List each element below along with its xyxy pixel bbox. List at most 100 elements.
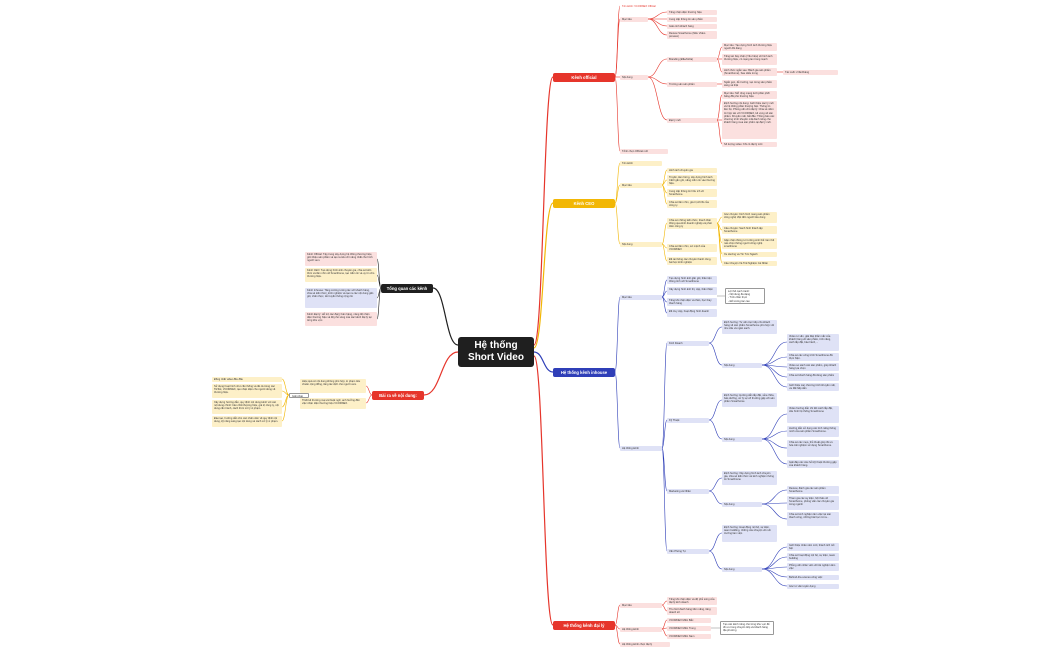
inhouse-tech-item: Video hướng dẫn chi tiết cách lắp đặt, c…: [787, 406, 839, 423]
inhouse-tech-content: Nội dung: [722, 437, 762, 442]
official-goal-item: Tăng nhận diện thương hiệu: [667, 10, 717, 15]
connector: [281, 378, 290, 396]
official-frequency: Tác cuối: 2 lần/tháng: [783, 70, 838, 75]
ceo-channel-name: Tên kênh: [620, 161, 662, 166]
connector: [761, 364, 788, 388]
connector: [647, 76, 668, 85]
dealer-central: VCORNEX Miền Trung: [667, 626, 711, 631]
inhouse-marketing-item: Chia sẻ kinh nghiệm làm việc tại sản tha…: [787, 512, 839, 526]
dealer-channel-system: Hệ thống kênh: [620, 627, 662, 632]
dealer-select: Hệ thống kênh chọn đại lý: [620, 642, 670, 647]
ceo-goal-item: Cung cấp thông tin hữu ích về Smarthome.: [667, 189, 717, 197]
inhouse-goal: Mục tiêu: [620, 295, 662, 300]
inhouse-office-content: Nội dung: [722, 567, 762, 572]
official-dealer-item: Mục tiêu: Mở rộng mạng lưới phân phối bằ…: [722, 91, 777, 99]
ceo-content-item: Đề tai thông các chuyên thanh công, bài …: [667, 257, 717, 265]
connector: [661, 243, 668, 262]
official-product-showcase: Trường sản sản phẩm: [667, 82, 717, 87]
connector: [708, 399, 723, 421]
connector: [432, 287, 459, 346]
issue-solution-item: Đào tạo, hướng dẫn cho các nhân viên về …: [212, 416, 282, 427]
branch-ceo[interactable]: Kênh CEO: [553, 199, 615, 208]
inhouse-sales-item: Giới thiệu các chương trình khuyến mãi, …: [787, 383, 839, 391]
connector: [423, 351, 459, 396]
overview-ceo: Kênh CEO: Tạo dựng hình ảnh chuyên gia, …: [305, 268, 377, 282]
inhouse-sales-content: Nội dung: [722, 363, 762, 368]
ceo-goal-item: Hình ảnh chuyên gia: [667, 168, 717, 173]
official-channel-new: Tổnh chọn Official mới: [620, 149, 668, 154]
connector: [647, 18, 668, 36]
inhouse-goal-item: Tăng khi nhận diện và thân, học thay tha…: [667, 298, 717, 306]
inhouse-sales-direction: Định hướng: Tư vấn trực tiếp cho khách h…: [722, 320, 777, 334]
connector: [661, 184, 668, 205]
connector: [761, 502, 788, 505]
connector: [661, 447, 668, 492]
connector: [708, 490, 723, 505]
inhouse-office-item: Chia sẻ hoạt động nội bộ, sự kiện, team …: [787, 553, 839, 561]
issue-problem: Hiệu quả có nội dung không phù hợp, lo p…: [300, 379, 366, 393]
inhouse-goal-item: Đề truy cập, hoạt động hình doanh: [667, 309, 717, 317]
branch-inhouse[interactable]: Hệ thống kênh inhouse: [553, 368, 615, 377]
dealer-goal-item: Tăng khi nhận diện và độ phủ sóng của đạ…: [667, 597, 717, 605]
issue-solution-item: Sử dụng hoạt hình như cần thống và tất c…: [212, 384, 282, 398]
inhouse-sales-item: Video tư vấn, giải đáp thắc mắc của khác…: [787, 334, 839, 351]
branch-dealer[interactable]: Hệ thống kênh đại lý: [553, 621, 615, 630]
connector: [716, 94, 723, 121]
official-goal-item: Giáo tính khách hàng: [667, 24, 717, 29]
dealer-goal: Mục tiêu: [620, 603, 662, 608]
connector: [761, 568, 788, 587]
inhouse-tech-item: Giải đáp các câu hỏi kỹ thuật thường gặp…: [787, 460, 839, 468]
inhouse-marketing-item: Review, đánh giá các sản phẩm Smarthome.: [787, 486, 839, 494]
connector: [708, 550, 723, 570]
connector: [661, 222, 668, 245]
official-goal-item: Cung cấp thông tin sản phẩm: [667, 17, 717, 22]
connector: [761, 438, 788, 449]
connector: [614, 604, 621, 626]
inhouse-sales: Kinh Doanh: [667, 341, 709, 346]
branch-official[interactable]: Kênh official: [553, 73, 615, 82]
connector: [281, 390, 290, 396]
ceo-goal-item: Chia sẻ tầm nhìn, giá trị cốt lõi của cô…: [667, 200, 717, 208]
connector: [708, 419, 723, 440]
connector: [376, 274, 382, 289]
issue-solution-label: Giải pháp: [289, 393, 309, 398]
inhouse-goal-item: Xây dựng hình ảnh thị, cập, thân thiện: [667, 287, 717, 295]
connector: [761, 546, 788, 570]
inhouse-tech-item: Chia sẻ các mẹo, thủ thuật giúp tối ưu h…: [787, 440, 839, 457]
inhouse-tech: Kỹ Thuật: [667, 418, 709, 423]
connector: [761, 356, 788, 366]
connector: [661, 628, 668, 637]
connector: [708, 477, 723, 492]
inhouse-marketing-item: Tham gia các sự kiện, hội thảo về Smarth…: [787, 496, 839, 510]
inhouse-channel-system: Hệ thống kênh: [620, 446, 662, 451]
inhouse-tech-direction: Định hướng: Hướng dẫn lắp đặt, sửa chữa,…: [722, 393, 777, 407]
inhouse-office-item: Giới thiệu nhân viên mới, thành tích nổi…: [787, 543, 839, 551]
official-branding-item: Mục tiêu: Tạo dựng hình ảnh thương hiệu …: [722, 43, 777, 51]
inhouse-marketing-direction: Định hướng: Xây dựng hình ảnh chuyên gia…: [722, 471, 777, 485]
overview-official: Kênh Official: Tập trung xây dựng hệ thố…: [305, 252, 377, 266]
root-node[interactable]: Hệ thống Short Video: [458, 337, 534, 367]
ceo-content: Nội dung: [620, 242, 662, 247]
inhouse-office-item: Góc tư vấn tuyển dụng: [787, 584, 839, 589]
connector: [365, 385, 373, 396]
inhouse-tech-item: Hướng dẫn sử dụng các tính năng thông mi…: [787, 426, 839, 437]
connector: [661, 296, 668, 314]
ceo-goal-item: Truyền cảm hứng, xây dựng hình ảnh CEO g…: [667, 175, 717, 186]
branch-content-issue[interactable]: Bài ra về nội dung:: [372, 391, 424, 400]
connector: [716, 216, 723, 224]
connector: [533, 202, 554, 349]
inhouse-goal-item: Tạo dựng hình ảnh gần gũi, thân tiện thô…: [667, 276, 717, 284]
connector: [761, 489, 788, 505]
connector: [376, 287, 382, 320]
connector: [661, 342, 668, 449]
connector: [661, 419, 668, 449]
ceo-topic: Câu Chuyện Và Trải Nghiệm Cá Nhân: [722, 261, 777, 266]
branch-overview[interactable]: Tổng quan các kênh: [381, 284, 433, 293]
inhouse-office-direction: Định hướng: Hoạt động nội bộ, sự kiện, t…: [722, 525, 777, 542]
inhouse-office-item: Behind-the-scenes công việc: [787, 575, 839, 580]
ceo-topic: Câu chuyện: Sanh hình thành tập Smarthom…: [722, 226, 777, 234]
connector: [761, 568, 788, 578]
inhouse-sales-item: Chia sẻ khách hàng đã dùng sản phẩm: [787, 373, 839, 381]
official-new-dealer: Đại lý mới: [667, 118, 717, 123]
